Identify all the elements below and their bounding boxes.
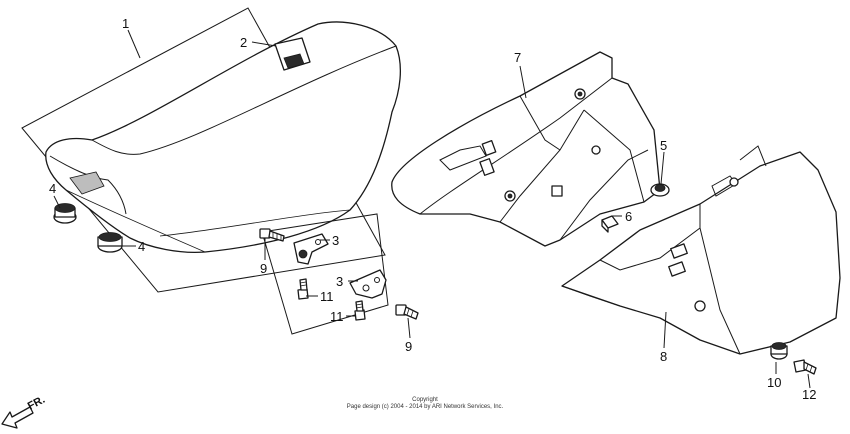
callout-4-lower: 4	[138, 239, 145, 254]
bolt-12[interactable]	[793, 359, 817, 375]
seat-strap[interactable]	[274, 37, 311, 71]
bolt-11-lower[interactable]	[354, 300, 366, 321]
callout-8: 8	[660, 349, 667, 364]
callout-2: 2	[240, 35, 247, 50]
callout-3-upper: 3	[332, 233, 339, 248]
copyright-line-2: Page design (c) 2004 - 2014 by ARI Netwo…	[346, 404, 504, 410]
callout-11-lower: 11	[330, 309, 344, 324]
callout-9-right: 9	[405, 339, 412, 354]
bolt-9-right[interactable]	[395, 304, 419, 320]
seat-bracket-lower[interactable]	[349, 269, 387, 299]
callout-12: 12	[802, 387, 816, 402]
callout-11-upper: 11	[320, 289, 334, 304]
copyright-line-1: Copyright	[412, 397, 438, 403]
seat[interactable]	[45, 21, 401, 254]
callout-4-upper: 4	[49, 181, 56, 196]
callout-3-lower: 3	[336, 274, 343, 289]
bolt-9-left[interactable]	[259, 228, 285, 242]
front-direction-indicator: FR.	[1, 394, 47, 429]
clip-6[interactable]	[601, 215, 619, 233]
side-cover-left[interactable]	[561, 145, 841, 355]
bolt-11-upper[interactable]	[297, 278, 309, 300]
seat-bracket-upper[interactable]	[293, 233, 329, 265]
grommet-upper[interactable]	[53, 203, 77, 224]
grommet-5[interactable]	[650, 183, 670, 197]
callout-7: 7	[514, 50, 521, 65]
callout-10: 10	[767, 375, 781, 390]
callout-labels: 1 2 3 3 4 4 5 6 7 8 9 9 10 11 11 12	[49, 16, 816, 402]
grommet-lower[interactable]	[97, 232, 123, 253]
callout-6: 6	[625, 209, 632, 224]
leader-lines	[53, 29, 811, 389]
grommet-10[interactable]	[770, 342, 788, 360]
bracket-group-box	[261, 213, 389, 335]
callout-5: 5	[660, 138, 667, 153]
callout-1: 1	[122, 16, 129, 31]
side-cover-right[interactable]	[391, 51, 661, 247]
front-arrow-icon	[1, 406, 34, 429]
callout-9-left: 9	[260, 261, 267, 276]
